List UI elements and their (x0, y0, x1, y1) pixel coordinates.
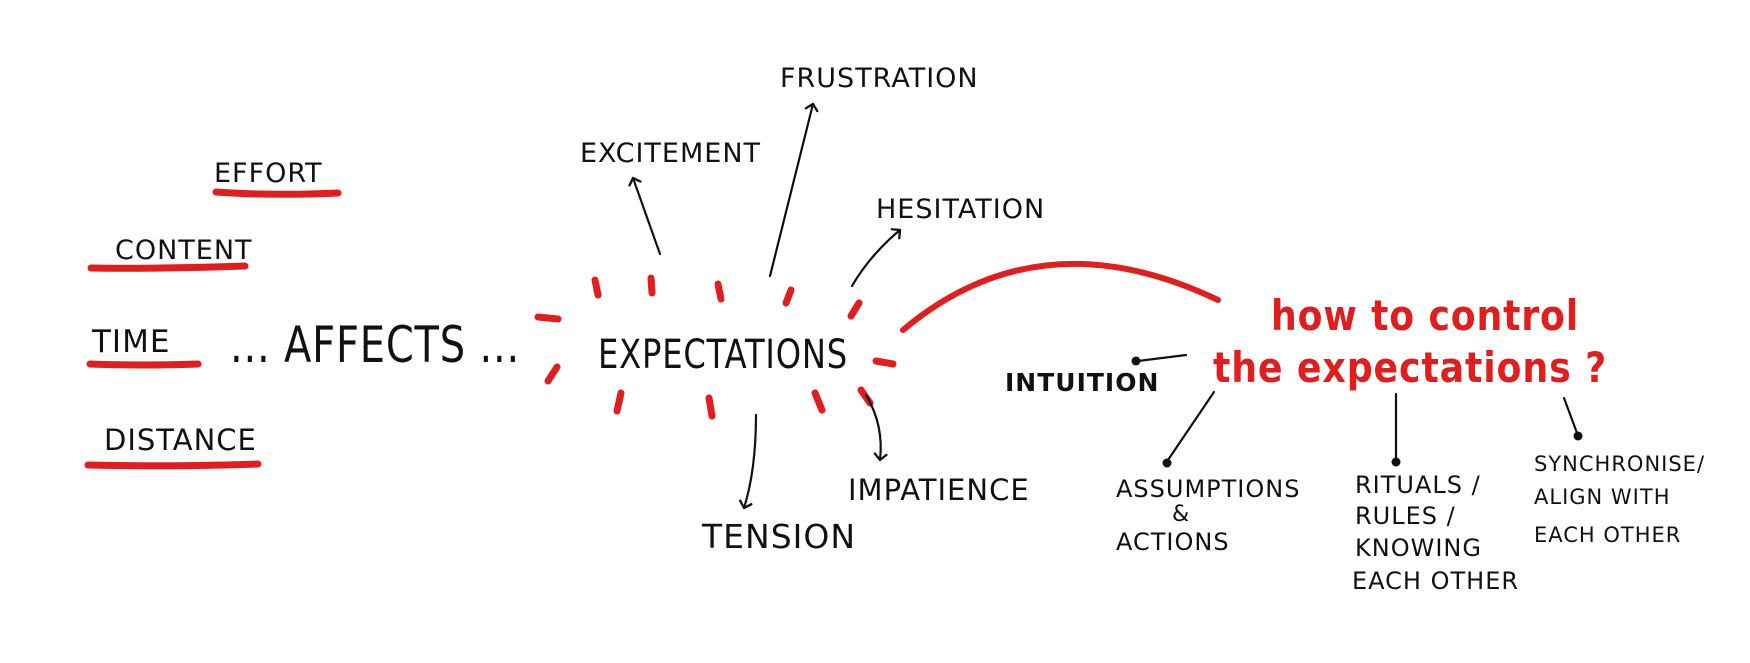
expectations-burst (534, 274, 897, 420)
factor-time-label: TIME (91, 324, 170, 360)
burst-dash (782, 286, 795, 307)
question-line2: the expectations ? (1213, 343, 1607, 392)
answer-synchronise-line1: SYNCHRONISE/ (1534, 452, 1705, 476)
factor-effort-underline (212, 188, 342, 198)
answer-rituals-line1: RITUALS / (1355, 471, 1481, 499)
factor-distance: DISTANCE (84, 423, 262, 470)
outcome-tension-label: TENSION (701, 517, 856, 556)
burst-dash (613, 389, 625, 415)
answer-rituals-line3: KNOWING (1355, 534, 1482, 562)
answer-rituals-line4: EACH OTHER (1352, 567, 1519, 595)
answer-assumptions-line3: ACTIONS (1116, 528, 1230, 556)
connector-assumptions (1166, 390, 1216, 462)
factor-distance-label: DISTANCE (104, 423, 257, 457)
answer-assumptions: ASSUMPTIONS & ACTIONS (1116, 475, 1300, 556)
burst-dash (705, 394, 716, 420)
arrow-to-tension (739, 413, 758, 510)
burst-dash (811, 389, 826, 414)
answer-assumptions-line1: ASSUMPTIONS (1116, 475, 1300, 503)
outcome-hesitation-label: HESITATION (876, 194, 1045, 225)
outcome-impatience-label: IMPATIENCE (848, 473, 1030, 507)
factor-content: CONTENT (87, 235, 253, 272)
factor-effort: EFFORT (212, 158, 342, 198)
answer-rituals: RITUALS / RULES / KNOWING EACH OTHER (1352, 471, 1519, 595)
burst-dash (544, 363, 561, 385)
factor-effort-label: EFFORT (214, 158, 323, 189)
answer-rituals-line2: RULES / (1355, 502, 1456, 530)
arrow-to-frustration (768, 102, 819, 278)
connector-dot-synchronise (1573, 431, 1583, 441)
answer-synchronise-line2: ALIGN WITH (1534, 485, 1671, 509)
factor-content-label: CONTENT (115, 235, 253, 266)
answer-synchronise-line3: EACH OTHER (1534, 523, 1681, 547)
connector-synchronise (1562, 396, 1579, 435)
connector-intuition (1136, 353, 1188, 363)
connector-dot-rituals (1391, 457, 1401, 467)
burst-dash (647, 274, 656, 297)
burst-dash (872, 357, 897, 368)
factor-time: TIME (86, 324, 202, 369)
answer-assumptions-line2: & (1172, 502, 1190, 527)
connector-dot-intuition (1131, 356, 1141, 366)
question-line1: how to control (1271, 291, 1579, 340)
factor-time-underline (86, 360, 202, 369)
factor-content-underline (87, 262, 249, 272)
outcome-excitement-label: EXCITEMENT (580, 138, 761, 169)
outcome-frustration-label: FRUSTRATION (780, 63, 979, 94)
question: how to control the expectations ? (1213, 291, 1607, 392)
burst-dash (591, 276, 602, 299)
answer-intuition-label: INTUITION (1005, 368, 1159, 397)
affects-label: ... AFFECTS ... (230, 316, 520, 374)
arrow-to-excitement (628, 176, 662, 256)
burst-dash (534, 313, 562, 323)
question-connector-arc (900, 260, 1221, 333)
arrow-to-impatience (864, 393, 888, 462)
arrow-to-hesitation (850, 228, 902, 288)
burst-dash (847, 299, 863, 320)
burst-dash (714, 280, 725, 303)
factor-distance-underline (84, 460, 262, 470)
center-expectations-label: EXPECTATIONS (598, 332, 848, 378)
answer-synchronise: SYNCHRONISE/ ALIGN WITH EACH OTHER (1534, 452, 1705, 547)
connector-dot-assumptions (1162, 458, 1172, 468)
